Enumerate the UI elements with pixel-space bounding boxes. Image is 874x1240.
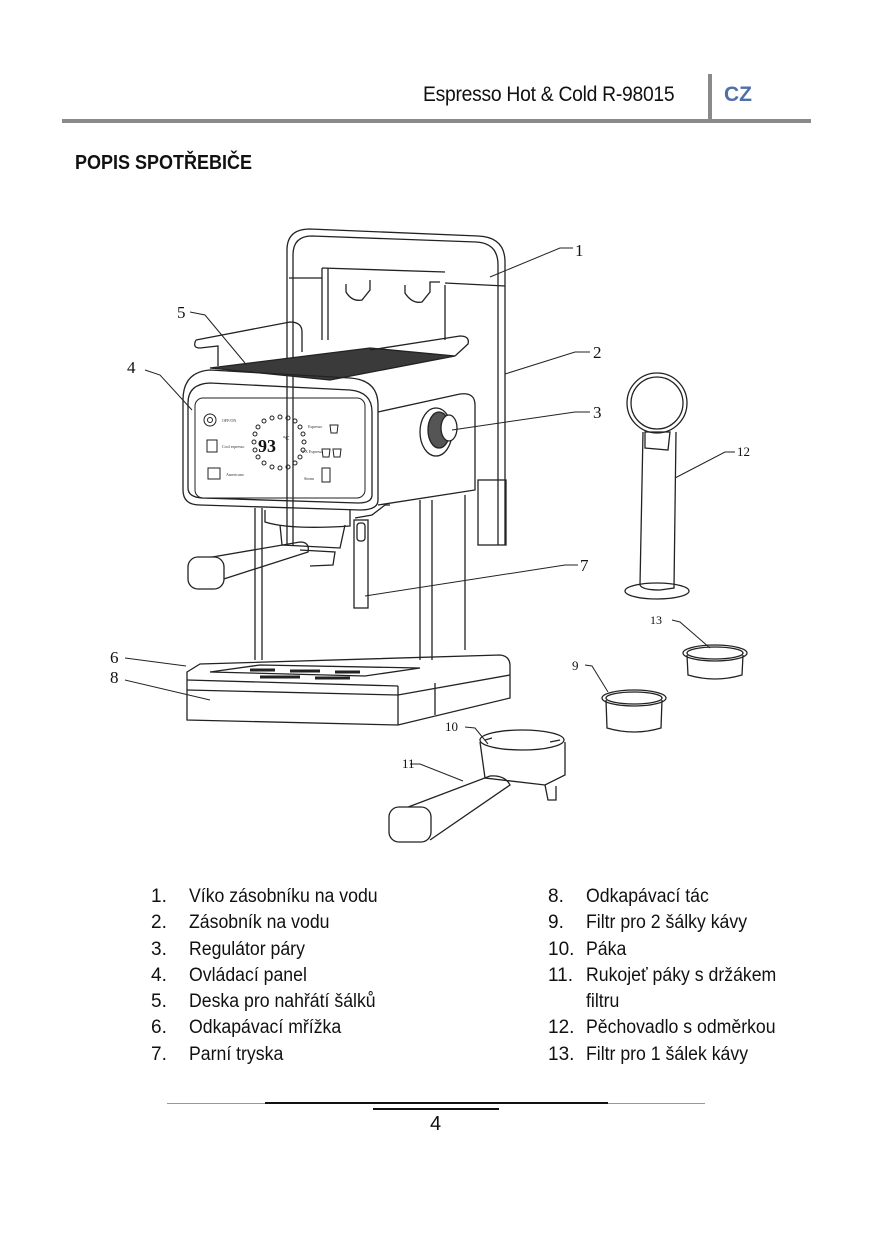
list-item: 5.Deska pro nahřátí šálků [151, 991, 376, 1013]
temperature-readout: 93 [258, 436, 276, 456]
callout-1: 1 [575, 241, 584, 260]
brew-head [321, 267, 446, 340]
list-item: 1.Víko zásobníku na vodu [151, 886, 378, 907]
portafilter-mounted [187, 510, 351, 590]
callout-lines [124, 247, 735, 782]
list-item: 3.Regulátor páry [151, 938, 305, 960]
machine-body [182, 369, 476, 660]
panel-label-espresso: Espresso [308, 424, 322, 429]
callout-6: 6 [110, 648, 119, 667]
tamper [624, 372, 690, 600]
filter-single [682, 644, 748, 680]
callout-9: 9 [572, 658, 579, 673]
list-item: 6.Odkapávací mřížka [151, 1017, 342, 1039]
cup-warmer [194, 321, 469, 381]
drip-tray [186, 654, 511, 726]
callout-numbers: 1 2 3 4 5 6 8 7 12 13 9 10 11 [110, 241, 750, 771]
callout-11: 11 [402, 756, 415, 771]
list-item: 7.Parní tryska [151, 1043, 284, 1065]
temperature-unit: °C [283, 435, 289, 442]
document-title: Espresso Hot & Cold R-98015 [423, 83, 675, 106]
header-separator [708, 74, 712, 122]
list-item: 11.Rukojeť páky s držákem [548, 964, 777, 986]
callout-13: 13 [650, 613, 662, 627]
parts-list-right: 8.Odkapávací tác 9.Filtr pro 2 šálky káv… [548, 884, 791, 1068]
callout-12: 12 [737, 444, 750, 459]
section-title: POPIS SPOTŘEBIČE [75, 152, 253, 174]
callout-2: 2 [593, 343, 602, 362]
panel-label-power: OFF/ON [222, 418, 236, 423]
header-rule [62, 119, 811, 123]
language-badge: CZ [724, 83, 752, 106]
list-item-continuation: filtru [586, 991, 620, 1013]
steam-knob [419, 407, 458, 457]
list-item: 8.Odkapávací tác [548, 886, 709, 907]
list-item: 10.Páka [548, 938, 627, 960]
callout-5: 5 [177, 303, 186, 322]
footer-rule-bold [265, 1102, 608, 1104]
callout-10: 10 [445, 719, 458, 734]
list-item: 9.Filtr pro 2 šálky kávy [548, 912, 748, 934]
control-panel [194, 397, 366, 499]
list-item: 4.Ovládací panel [151, 964, 307, 986]
filter-double [601, 689, 667, 733]
page-number: 4 [430, 1113, 442, 1135]
panel-label-cool-espresso: Cool espresso [222, 444, 244, 449]
callout-3: 3 [593, 403, 602, 422]
panel-label-steam: Steam [304, 476, 315, 481]
callout-7: 7 [580, 556, 589, 575]
panel-label-americano: Americano [226, 472, 244, 477]
appliance-diagram: 93 °C OFF/ON Cool espresso Americano Esp… [110, 228, 750, 843]
list-item: 13.Filtr pro 1 šálek kávy [548, 1043, 749, 1065]
parts-list-left: 1.Víko zásobníku na vodu 2.Zásobník na v… [151, 884, 392, 1068]
water-tank [286, 228, 507, 546]
list-item: 12.Pěchovadlo s odměrkou [548, 1017, 776, 1039]
portafilter [388, 729, 566, 843]
steam-wand [353, 504, 390, 609]
panel-label-double-espresso: 2 X Espresso [302, 449, 323, 454]
list-item: 2.Zásobník na vodu [151, 912, 330, 934]
footer-rule-short [373, 1108, 499, 1110]
callout-8: 8 [110, 668, 119, 687]
temperature-ring [251, 414, 307, 471]
callout-4: 4 [127, 358, 136, 377]
